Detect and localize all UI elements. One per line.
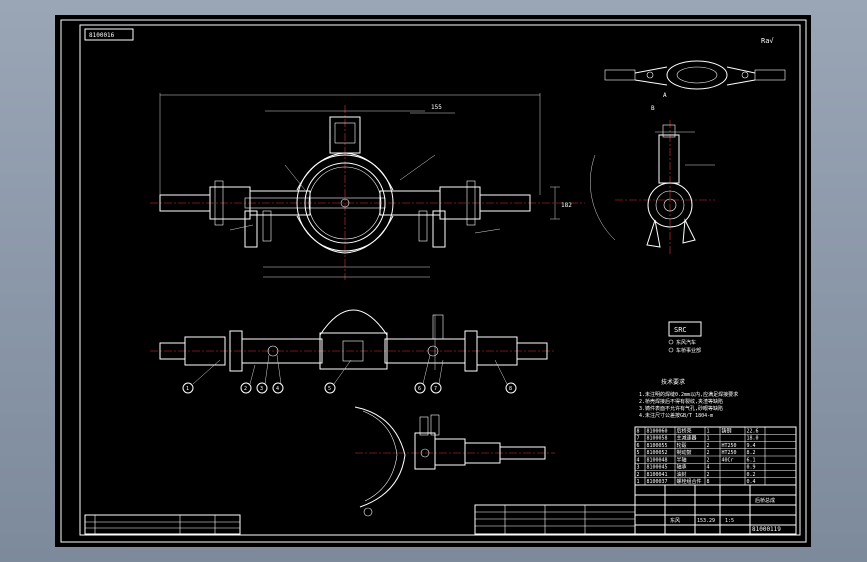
section-label: B: [651, 105, 655, 112]
svg-text:2: 2: [244, 386, 247, 392]
svg-text:5: 5: [328, 386, 331, 392]
scale-value: 1:5: [725, 518, 734, 524]
bom-cell: 轴承: [677, 464, 687, 471]
bom-cell: 40Cr: [722, 457, 734, 463]
bom-cell: 9.4: [747, 443, 756, 449]
bom-cell: 半轴: [677, 456, 687, 463]
drawing-number-box: [84, 28, 134, 41]
bom-cell: 轮毂: [677, 442, 687, 449]
bom-cell: 8100041: [647, 472, 668, 478]
bom-cell: 7: [637, 436, 640, 442]
bom-cell: 8.2: [747, 450, 756, 456]
outer-frame: [60, 19, 807, 543]
bom-cell: 8100045: [647, 465, 668, 471]
bom-table: 8 8100060 后桥壳 1 铸钢 22.6 7 8100058 主减速器 1 18.0 6 8100…: [634, 426, 797, 486]
drawing-number-top: 8100016: [89, 32, 115, 39]
bom-cell: 1: [707, 436, 710, 442]
svg-text:6: 6: [418, 386, 421, 392]
bom-cell: 2: [707, 457, 710, 463]
title-block-name: 后桥总成: [755, 497, 775, 504]
bom-cell: 2: [707, 450, 710, 456]
bom-cell: 螺栓组合件: [677, 478, 702, 485]
revision-block: [474, 504, 636, 535]
title-block: 后桥总成 东风 153.29 1:5 81000119: [634, 484, 797, 535]
cad-viewport[interactable]: 8100016 Ra√: [55, 15, 811, 547]
bom-cell: 油封: [677, 471, 687, 478]
inner-frame: [79, 24, 801, 536]
company-logo: SRC 东风汽车 车桥事业部: [668, 321, 702, 354]
front-view: 155 182: [150, 93, 585, 280]
bom-cell: 3: [637, 465, 640, 471]
iso-view: A: [604, 60, 786, 99]
bom-cell: 2: [637, 472, 640, 478]
bom-cell: 8100055: [647, 443, 668, 449]
svg-text:4: 4: [276, 386, 279, 392]
technical-notes: 技术要求 1.未注明的焊缝0.2mm以内,应满足焊接要求 2.桥壳焊接后不得有裂…: [639, 378, 738, 419]
bom-cell: HT250: [722, 450, 737, 456]
side-view: B: [590, 105, 715, 255]
svg-text:车桥事业部: 车桥事业部: [676, 347, 701, 354]
svg-text:7: 7: [434, 386, 437, 392]
bom-cell: 6.1: [747, 457, 756, 463]
notes-title: 技术要求: [661, 378, 685, 386]
logo-text: SRC: [674, 326, 687, 334]
bom-cell: 主减速器: [677, 435, 697, 442]
bom-cell: 8100052: [647, 450, 668, 456]
svg-text:3.铸件表面不允许有气孔,砂眼等缺陷: 3.铸件表面不允许有气孔,砂眼等缺陷: [639, 405, 723, 412]
dim-length-top: 155: [431, 104, 442, 111]
part-balloons: 1 2 3 4 5 6 7 8: [182, 354, 517, 394]
bom-cell: 22.6: [747, 428, 759, 434]
bom-cell: 8: [637, 428, 640, 434]
sign-block: [84, 514, 241, 535]
bom-cell: 6: [637, 443, 640, 449]
svg-text:2.桥壳焊接后不得有裂纹,夹渣等缺陷: 2.桥壳焊接后不得有裂纹,夹渣等缺陷: [639, 398, 723, 405]
bom-cell: 5: [637, 450, 640, 456]
bom-cell: 18.0: [747, 436, 759, 442]
bom-cell: 8100060: [647, 428, 668, 434]
bom-cell: 8100058: [647, 436, 668, 442]
bom-cell: 2: [707, 443, 710, 449]
bom-cell: 1: [707, 428, 710, 434]
bom-cell: 0.2: [747, 472, 756, 478]
bom-cell: 8100037: [647, 479, 668, 485]
bom-cell: 制动鼓: [677, 449, 692, 456]
svg-text:3: 3: [260, 386, 263, 392]
svg-text:8: 8: [509, 386, 512, 392]
bom-cell: 1: [637, 479, 640, 485]
roughness-symbol: Ra√: [761, 37, 774, 45]
svg-text:1: 1: [186, 386, 189, 392]
drawing-sheet: 8100016 Ra√: [60, 19, 807, 543]
bom-cell: 4: [637, 457, 640, 463]
section-view: [354, 406, 555, 517]
dim-height-right: 182: [561, 202, 572, 209]
bom-cell: 铸钢: [722, 427, 732, 434]
svg-text:4.未注尺寸公差按GB/T 1804-m: 4.未注尺寸公差按GB/T 1804-m: [639, 412, 713, 419]
plan-view: [150, 309, 555, 372]
bom-cell: 后桥壳: [677, 427, 692, 434]
weight-value: 153.29: [697, 518, 715, 524]
bom-cell: 0.9: [747, 465, 756, 471]
svg-text:1.未注明的焊缝0.2mm以内,应满足焊接要求: 1.未注明的焊缝0.2mm以内,应满足焊接要求: [639, 391, 738, 398]
bom-cell: 2: [707, 472, 710, 478]
bom-cell: 0.4: [747, 479, 756, 485]
view-label: A: [663, 92, 667, 99]
bom-cell: 8: [707, 479, 710, 485]
title-block-company: 东风: [670, 517, 680, 524]
drawing-number-bottom: 81000119: [752, 526, 781, 533]
svg-text:东风汽车: 东风汽车: [676, 339, 696, 346]
bom-cell: 4: [707, 465, 710, 471]
bom-cell: HT250: [722, 443, 737, 449]
bom-cell: 8100048: [647, 457, 668, 463]
